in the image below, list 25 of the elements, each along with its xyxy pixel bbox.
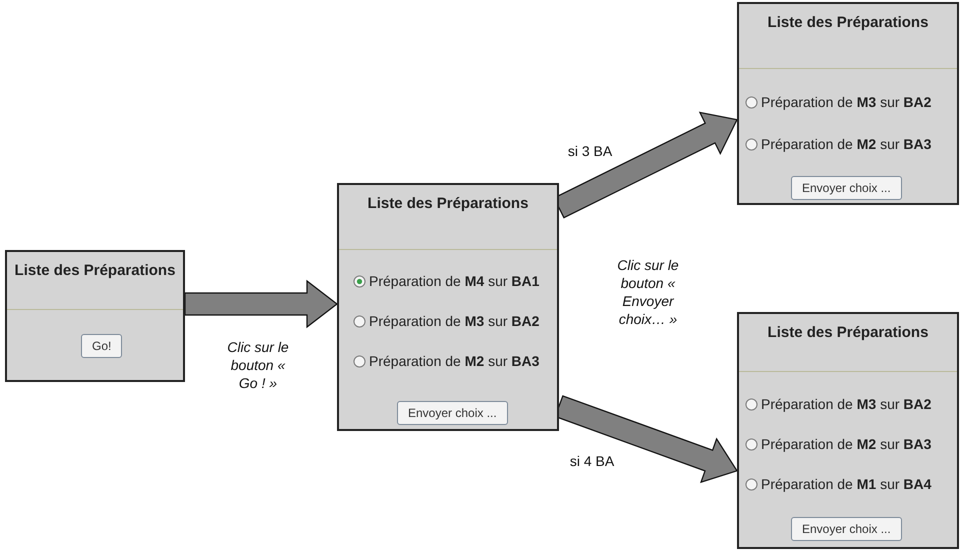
radio-option: Préparation de M4 sur BA1	[353, 271, 540, 292]
window-title: Liste des Préparations	[366, 194, 530, 214]
window-title: Liste des Préparations	[14, 261, 176, 281]
push-button: Envoyer choix ...	[791, 517, 902, 541]
edge-label: si 4 BA	[568, 452, 616, 470]
radio-option: Préparation de M3 sur BA2	[745, 92, 932, 113]
window-title: Liste des Préparations	[766, 13, 930, 33]
radio-option: Préparation de M3 sur BA2	[353, 311, 540, 332]
radio-option: Préparation de M3 sur BA2	[745, 394, 932, 415]
block-arrow	[184, 280, 338, 328]
push-button: Envoyer choix ...	[397, 401, 508, 425]
window-title: Liste des Préparations	[766, 323, 930, 343]
edge-label: si 3 BA	[566, 142, 614, 160]
dialog-window	[737, 312, 959, 549]
edge-label: Clic sur le bouton « Go ! »	[226, 338, 290, 392]
dialog-window	[737, 2, 959, 205]
push-button: Go!	[81, 334, 122, 358]
dialog-window	[337, 183, 559, 431]
radio-option: Préparation de M2 sur BA3	[745, 434, 932, 455]
annotation-text: Clic sur le bouton « Envoyer choix… »	[616, 256, 680, 328]
dialog-window	[5, 250, 185, 382]
radio-option: Préparation de M2 sur BA3	[745, 134, 932, 155]
radio-option: Préparation de M2 sur BA3	[353, 351, 540, 372]
push-button: Envoyer choix ...	[791, 176, 902, 200]
radio-option: Préparation de M1 sur BA4	[745, 474, 932, 495]
